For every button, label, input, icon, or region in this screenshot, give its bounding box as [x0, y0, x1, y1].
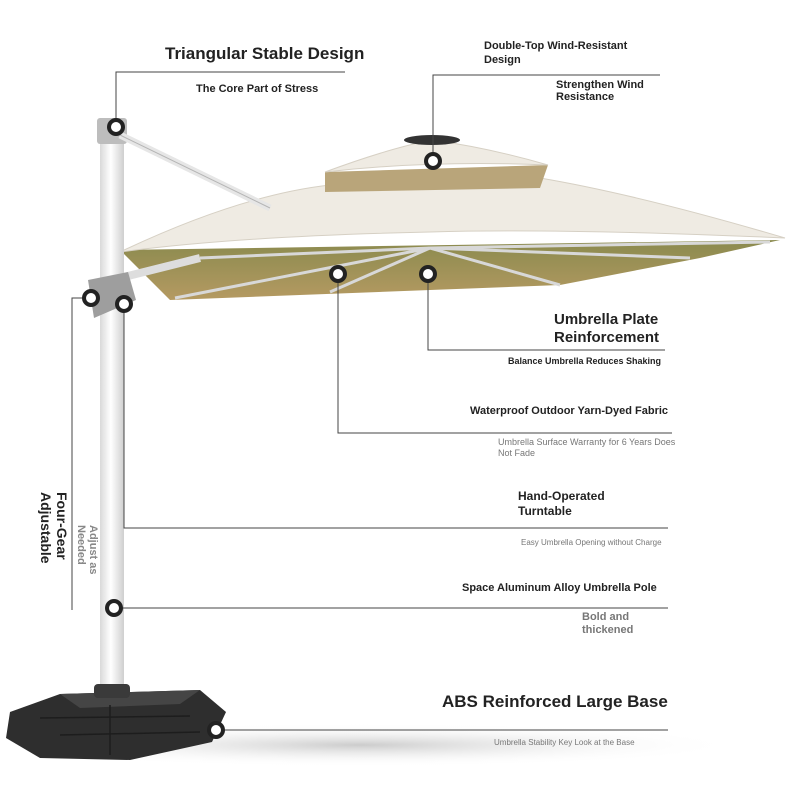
callout-lines [71, 71, 672, 731]
triangular-subtitle: The Core Part of Stress [196, 83, 319, 95]
base-title: ABS Reinforced Large Base [442, 692, 668, 711]
double-top-subtitle: Strengthen Wind Resistance [556, 79, 644, 103]
umbrella-base [6, 690, 226, 760]
support-strut-edge [119, 134, 271, 209]
canopy-top [119, 177, 786, 253]
marker-base [207, 721, 225, 739]
crank-housing [88, 272, 136, 318]
marker-pole [105, 599, 123, 617]
turntable-title: Hand-Operated Turntable [518, 489, 605, 518]
vent-canopy-base [325, 165, 548, 192]
marker-fabric [329, 265, 347, 283]
marker-double-top [424, 152, 442, 170]
canopy-arm [119, 254, 201, 282]
triangular-title: Triangular Stable Design [165, 44, 365, 63]
turntable-subtitle: Easy Umbrella Opening without Charge [521, 538, 662, 547]
base-ridges [39, 705, 201, 755]
canopy-finial [404, 135, 460, 145]
marker-plate [419, 265, 437, 283]
plate-title: Umbrella Plate Reinforcement [554, 311, 660, 346]
plate-subtitle: Balance Umbrella Reduces Shaking [508, 356, 662, 366]
canopy-ribs [174, 240, 771, 300]
fabric-title: Waterproof Outdoor Yarn-Dyed Fabric [470, 405, 669, 417]
callout-markers [82, 118, 442, 739]
pole-title: Space Aluminum Alloy Umbrella Pole [462, 582, 657, 594]
double-top-title: Double-Top Wind-Resistant Design [484, 40, 628, 66]
base-subtitle: Umbrella Stability Key Look at the Base [494, 738, 635, 747]
fabric-subtitle: Umbrella Surface Warranty for 6 Years Do… [498, 437, 676, 458]
pole-foot [94, 684, 130, 698]
pole-subtitle: Bold and thickened [582, 611, 634, 636]
marker-turntable [115, 295, 133, 313]
gear-subtitle: Adjust as Needed [75, 525, 99, 575]
gear-title: Four-Gear Adjustable [38, 492, 70, 564]
marker-gear [82, 289, 100, 307]
marker-triangular [107, 118, 125, 136]
